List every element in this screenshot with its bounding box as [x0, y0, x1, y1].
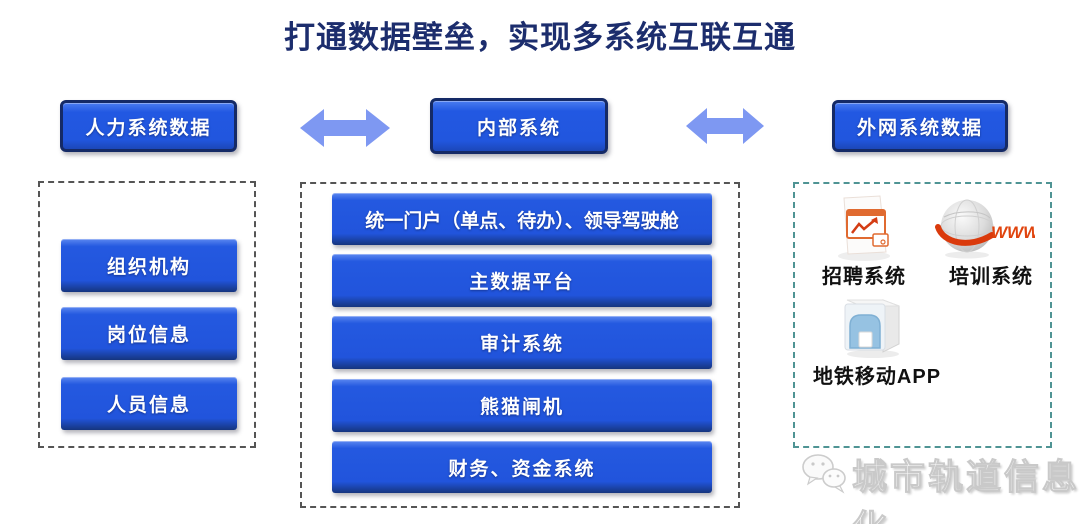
watermark-text: 城市轨道信息化 — [852, 458, 1080, 524]
svg-text:WWW: WWW — [991, 223, 1035, 242]
internal-item-audit: 审计系统 — [332, 316, 712, 369]
recruitment-chart-icon — [838, 195, 890, 261]
hr-item-organization: 组织机构 — [61, 239, 237, 292]
external-systems-panel: 招聘系统 WWW 培训系统 — [793, 182, 1052, 448]
header-extranet-system-box: 外网系统数据 — [832, 100, 1008, 152]
internal-item-finance: 财务、资金系统 — [332, 441, 712, 493]
external-item-metro-app-label: 地铁移动APP — [812, 366, 942, 388]
wechat-icon — [802, 454, 846, 494]
header-hr-system-box: 人力系统数据 — [60, 100, 237, 152]
internal-systems-panel: 统一门户（单点、待办）、领导驾驶舱 主数据平台 审计系统 熊猫闸机 财务、资金系… — [300, 182, 740, 508]
diagram-title: 打通数据壁垒，实现多系统互联互通 — [284, 20, 796, 55]
hr-item-position: 岗位信息 — [61, 307, 237, 360]
hr-data-panel: 组织机构 岗位信息 人员信息 — [38, 181, 256, 448]
external-item-training-label: 培训系统 — [949, 266, 1033, 288]
internal-item-master-data: 主数据平台 — [332, 254, 712, 307]
hr-item-personnel: 人员信息 — [61, 377, 237, 430]
header-internal-system-box: 内部系统 — [430, 98, 608, 154]
internal-item-panda-gate: 熊猫闸机 — [332, 379, 712, 432]
globe-www-icon: WWW — [935, 199, 1035, 259]
external-item-recruitment-label: 招聘系统 — [822, 266, 906, 288]
double-arrow-icon — [686, 108, 764, 144]
internal-item-portal: 统一门户（单点、待办）、领导驾驶舱 — [332, 193, 712, 245]
app-box-icon — [844, 299, 900, 358]
double-arrow-icon — [300, 109, 390, 147]
